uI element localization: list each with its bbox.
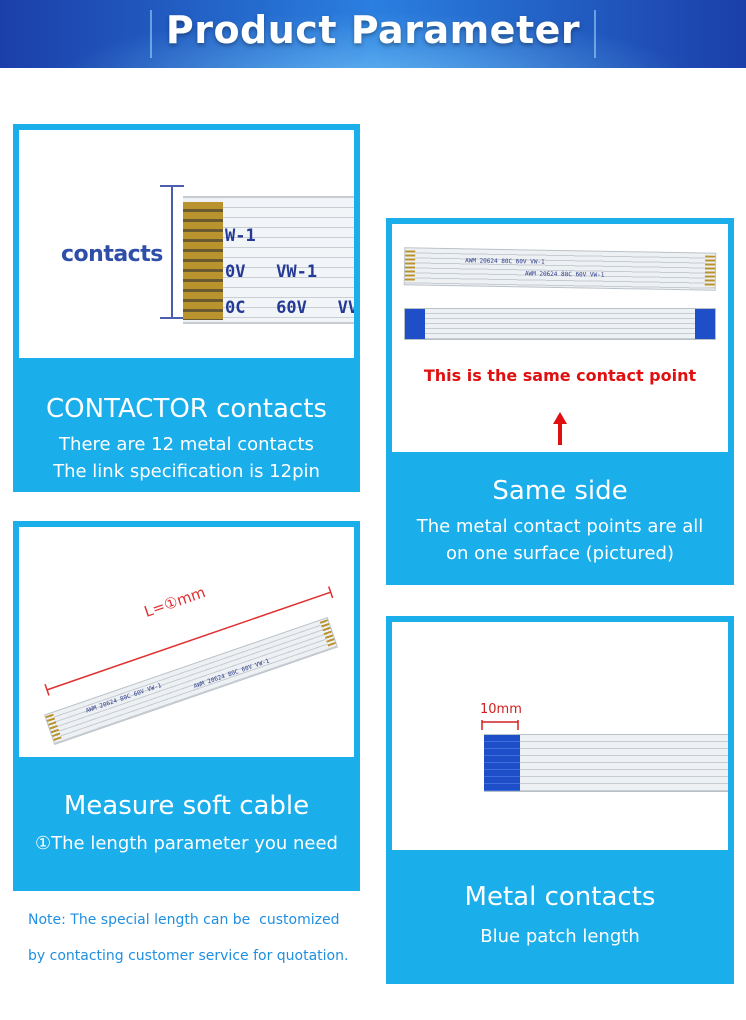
metal-contacts-line-1: Blue patch length: [480, 926, 640, 947]
same-side-title: Same side: [492, 476, 628, 506]
contactor-line-1: There are 12 metal contacts: [59, 434, 314, 455]
contactor-line-2: The link specification is 12pin: [53, 461, 320, 482]
cable-mark-1: W-1: [225, 226, 256, 246]
page-title: Product Parameter: [165, 8, 581, 52]
metal-contacts-title: Metal contacts: [464, 882, 656, 912]
header-banner: Product Parameter: [0, 0, 746, 68]
top-cable-mark-1: AWM 20624 80C 60V VW-1: [465, 257, 545, 266]
gold-contacts: [183, 202, 223, 320]
top-cable-gold-right: [704, 255, 716, 288]
cable-mark-3: 0C 60V VV: [225, 298, 354, 318]
note-line-2: by contacting customer service for quota…: [28, 948, 349, 964]
same-side-photo: AWM 20624 80C 60V VW-1 AWM 20624 80C 60V…: [392, 224, 728, 452]
blue-patch: [484, 735, 520, 791]
metal-cable: [484, 734, 728, 792]
cable-stripes: [223, 198, 354, 322]
measure-title: Measure soft cable: [63, 791, 310, 821]
arrow-up-icon: [553, 412, 567, 445]
contacts-photo: contacts W-1 0V VW-1 0C 60V VV: [19, 130, 354, 358]
contacts-label: contacts: [61, 242, 163, 267]
note-line-1: Note: The special length can be customiz…: [28, 912, 340, 928]
contacts-bracket-icon: [160, 185, 184, 319]
measure-card: L=①mm AWM 20624 80C 60V VW-1 AWM 20624 8…: [13, 521, 360, 891]
customization-note: Note: The special length can be customiz…: [28, 902, 368, 974]
bottom-cable-blue-right: [695, 309, 715, 339]
banner-frame: [150, 10, 596, 58]
cable-mark-2: 0V VW-1: [225, 262, 318, 282]
dimension-label: 10mm: [480, 702, 522, 717]
contactor-card: contacts W-1 0V VW-1 0C 60V VV CONTACTOR…: [13, 124, 360, 492]
metal-contacts-photo: 10mm: [392, 622, 728, 850]
top-cable-mark-2: AWM 20624 80C 60V VW-1: [524, 270, 605, 279]
cable-closeup: W-1 0V VW-1 0C 60V VV: [183, 196, 354, 324]
banner-glow: [0, 0, 746, 68]
dimension-bracket-icon: [481, 720, 519, 730]
same-side-card: AWM 20624 80C 60V VW-1 AWM 20624 80C 60V…: [386, 218, 734, 585]
length-measure-line: [44, 586, 334, 696]
bottom-cable: [404, 308, 716, 340]
top-cable: AWM 20624 80C 60V VW-1 AWM 20624 80C 60V…: [403, 247, 717, 291]
measure-photo: L=①mm AWM 20624 80C 60V VW-1 AWM 20624 8…: [19, 527, 354, 757]
top-cable-gold-left: [404, 250, 416, 283]
bottom-cable-blue-left: [405, 309, 425, 339]
same-contact-caption: This is the same contact point: [423, 366, 697, 385]
measure-line-1: ①The length parameter you need: [35, 833, 338, 854]
same-side-line-2: on one surface (pictured): [446, 543, 674, 564]
same-side-line-1: The metal contact points are all: [416, 516, 704, 537]
contactor-title: CONTACTOR contacts: [46, 394, 327, 424]
metal-contacts-card: 10mm Metal contacts Blue patch length: [386, 616, 734, 984]
